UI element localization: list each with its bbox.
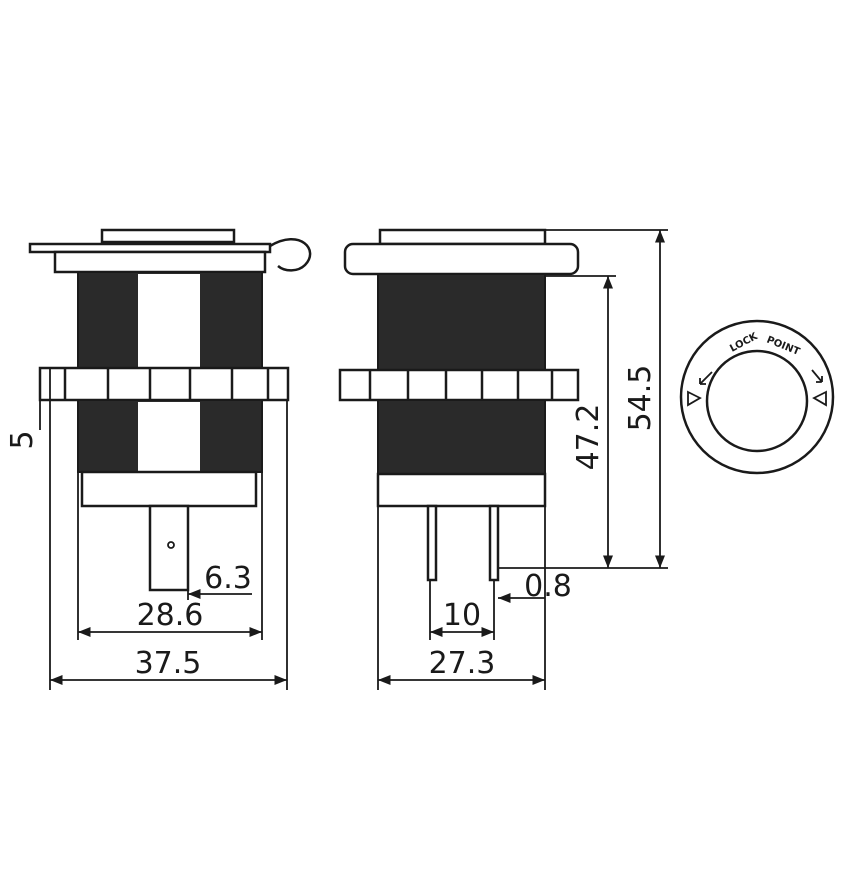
dim-0-8: 0.8	[524, 569, 572, 604]
front-view: 28.6 37.5 6.3 5	[5, 228, 312, 690]
cap-hinge-loop	[269, 238, 312, 272]
side-lower-thread	[377, 399, 546, 475]
dim-37-5: 37.5	[135, 646, 202, 681]
dim-5: 5	[5, 430, 40, 449]
dim-47-2: 47.2	[571, 404, 606, 471]
cap-face-view: LOCK POINT	[679, 319, 835, 475]
upper-slot	[138, 274, 200, 368]
dim-54-5: 54.5	[623, 365, 658, 432]
dim-28-6: 28.6	[137, 598, 204, 633]
dim-27-3: 27.3	[429, 646, 496, 681]
side-cap	[343, 242, 580, 276]
left-triangle-icon	[687, 390, 702, 407]
right-arrow-icon	[811, 369, 823, 383]
terminal-hole	[167, 541, 175, 549]
side-terminal-2	[488, 504, 500, 582]
cap-lid	[28, 242, 272, 254]
right-triangle-icon	[812, 390, 827, 407]
side-cap-top	[378, 228, 547, 246]
inner-circle	[705, 349, 809, 453]
side-view: 27.3 10 0.8 47.2 54.5	[338, 228, 668, 690]
left-arrow-icon	[699, 371, 713, 385]
dim-6-3: 6.3	[204, 561, 252, 596]
side-terminal-1	[426, 504, 438, 582]
cap-top	[100, 228, 236, 244]
label-point: POINT	[765, 335, 801, 358]
side-nut	[338, 368, 580, 402]
side-upper-thread	[377, 273, 546, 371]
lower-slot	[138, 402, 200, 472]
outer-ring	[679, 319, 835, 475]
dim-10: 10	[443, 598, 481, 633]
side-base	[376, 472, 547, 508]
base	[80, 470, 258, 508]
flange	[53, 250, 267, 274]
nut	[38, 366, 290, 402]
